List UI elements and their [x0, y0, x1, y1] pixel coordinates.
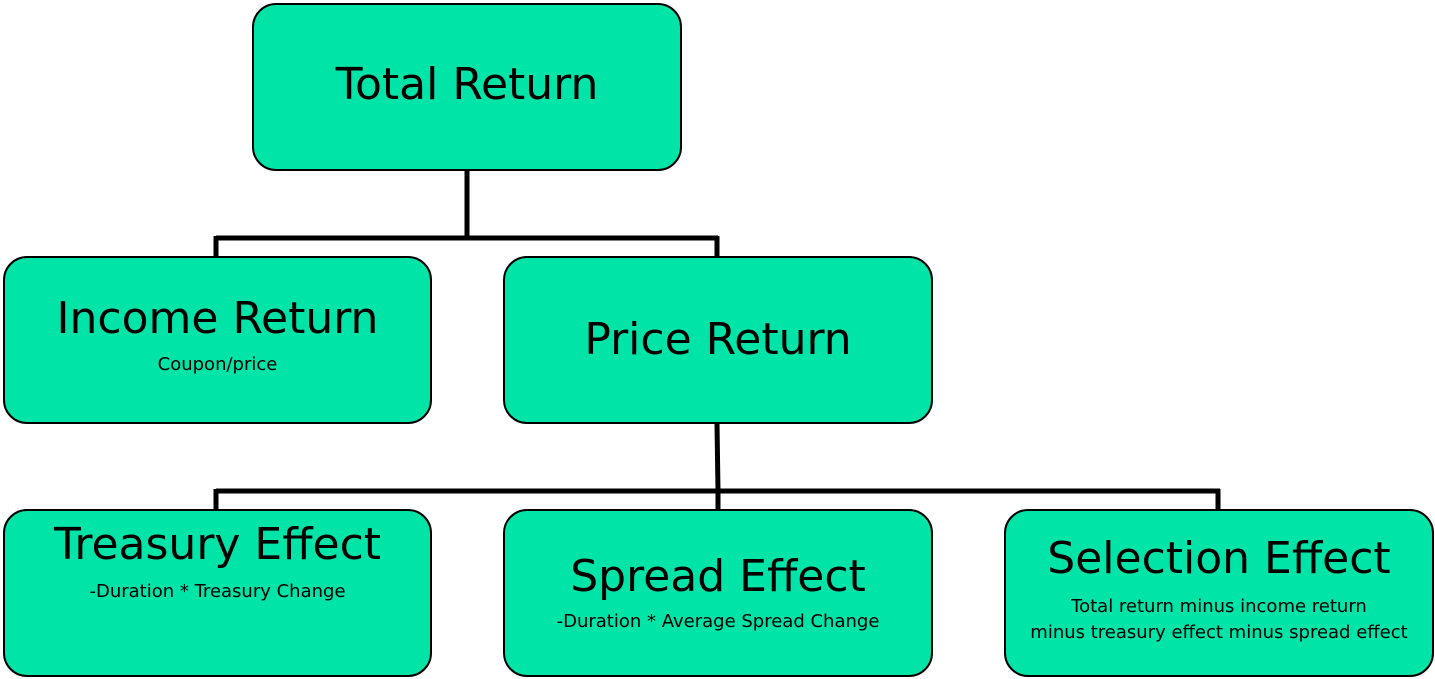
- spread-effect-box: Spread Effect -Duration * Average Spread…: [503, 509, 933, 677]
- treasury-effect-box: Treasury Effect -Duration * Treasury Cha…: [3, 509, 432, 677]
- treasury-effect-title: Treasury Effect: [53, 519, 382, 570]
- selection-effect-formula: Total return minus income return minus t…: [1030, 596, 1408, 643]
- selection-effect-title: Selection Effect: [1047, 533, 1391, 584]
- price-return-box: Price Return: [503, 256, 933, 424]
- treasury-effect-formula: -Duration * Treasury Change: [89, 581, 346, 602]
- spread-effect-title: Spread Effect: [570, 550, 866, 602]
- total-return-box: Total Return: [252, 3, 682, 171]
- spread-effect-formula: -Duration * Average Spread Change: [556, 610, 880, 632]
- income-return-box: Income Return Coupon/price: [3, 256, 432, 424]
- price-return-title: Price Return: [584, 314, 852, 365]
- connector-price-trunk: [714, 423, 721, 492]
- selection-effect-box: Selection Effect Total return minus inco…: [1004, 509, 1434, 677]
- income-return-formula: Coupon/price: [157, 354, 278, 375]
- income-return-title: Income Return: [56, 293, 379, 344]
- total-return-title: Total Return: [335, 59, 599, 110]
